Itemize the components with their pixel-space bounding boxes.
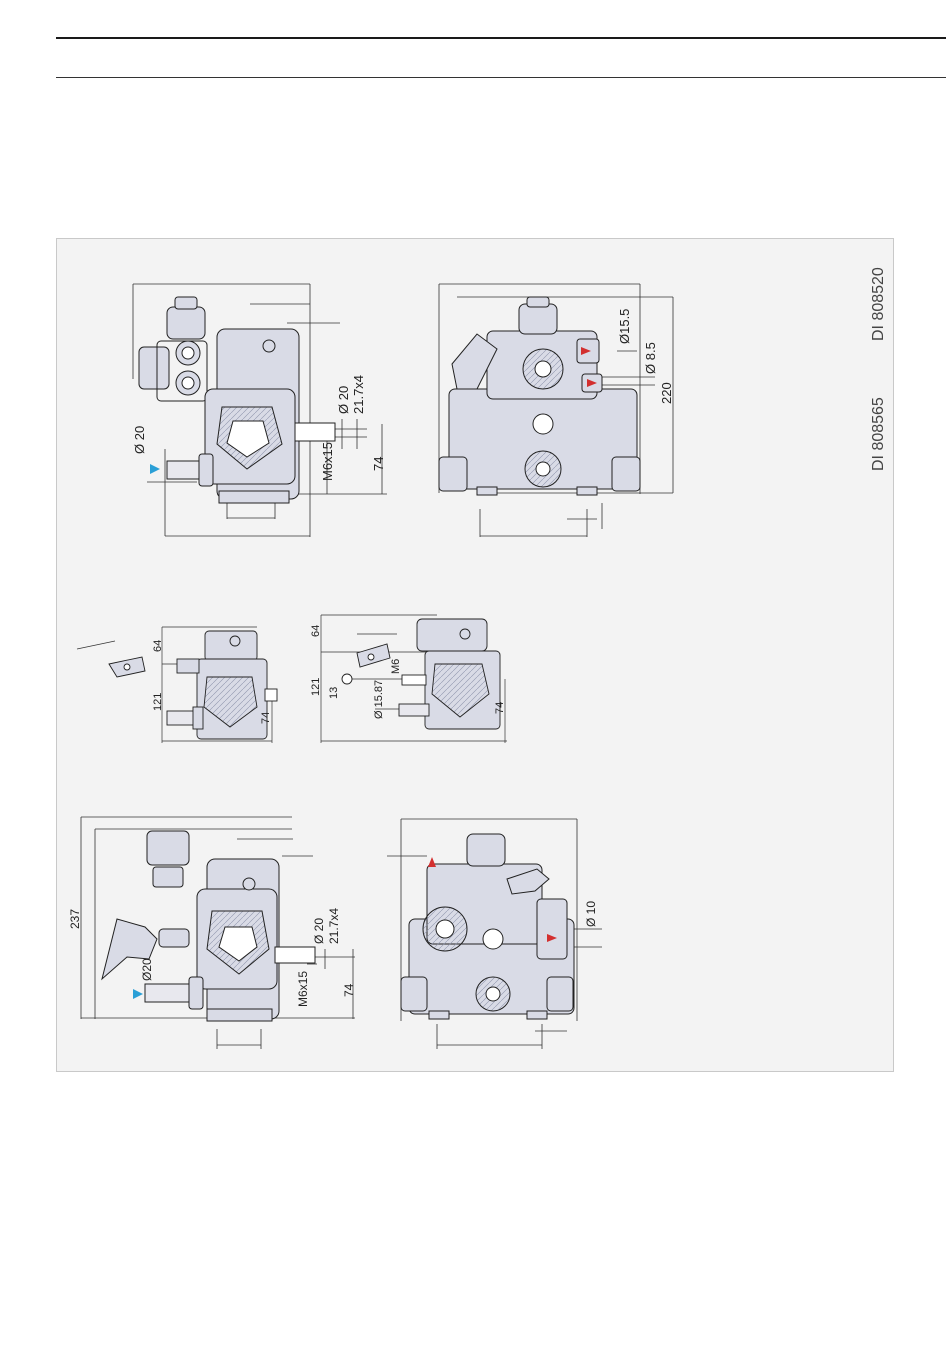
dim-mr-m6: M6 [390, 659, 402, 674]
dim-mr-13: 13 [328, 687, 340, 699]
dim-ml-64: 64 [152, 640, 164, 652]
drawing-code-808520: DI 808520 [870, 267, 888, 341]
dim-bl-key: 21.7x4 [327, 908, 341, 944]
dim-mr-74: 74 [494, 702, 506, 714]
dim-mr-121: 121 [310, 678, 322, 696]
pump-front-view-top-right [439, 284, 673, 537]
dim-tl-74: 74 [371, 457, 386, 471]
dim-ml-121: 121 [152, 693, 164, 711]
dim-tl-key: 21.7x4 [351, 375, 366, 414]
dim-bl-inlet-dia: Ø20 [140, 958, 154, 981]
dim-tr-outlet-15: Ø15.5 [617, 309, 632, 344]
pump-dimension-drawings: Ø 20 M6x15 Ø 20 21.7x4 74 [57, 239, 895, 1073]
dim-bl-237: 237 [68, 909, 82, 929]
dim-tl-inlet-dia: Ø 20 [132, 426, 147, 454]
dim-bl-74: 74 [342, 983, 356, 997]
dim-ml-74: 74 [260, 712, 272, 724]
technical-drawing-panel: Ø 20 M6x15 Ø 20 21.7x4 74 [56, 238, 894, 1072]
header-rule-bottom [56, 77, 946, 78]
pump-front-view-bottom-right [387, 819, 602, 1049]
dim-tr-outlet-8: Ø 8.5 [643, 342, 658, 374]
dim-tl-thread: M6x15 [320, 442, 335, 481]
dim-br-outlet-10: Ø 10 [584, 901, 598, 927]
dim-tl-shaft-dia: Ø 20 [336, 386, 351, 414]
dim-bl-thread: M6x15 [296, 971, 310, 1007]
header-rule-top [56, 37, 946, 39]
dim-mr-15-87: Ø 15.87 [373, 680, 385, 719]
pump-side-view-mid-right [321, 615, 507, 743]
dim-bl-shaft-dia: Ø 20 [312, 918, 326, 944]
drawing-code-808565: DI 808565 [870, 397, 888, 471]
dim-mr-64: 64 [310, 625, 322, 637]
pump-side-view-mid-left [77, 627, 277, 743]
dim-tr-220: 220 [659, 382, 674, 404]
